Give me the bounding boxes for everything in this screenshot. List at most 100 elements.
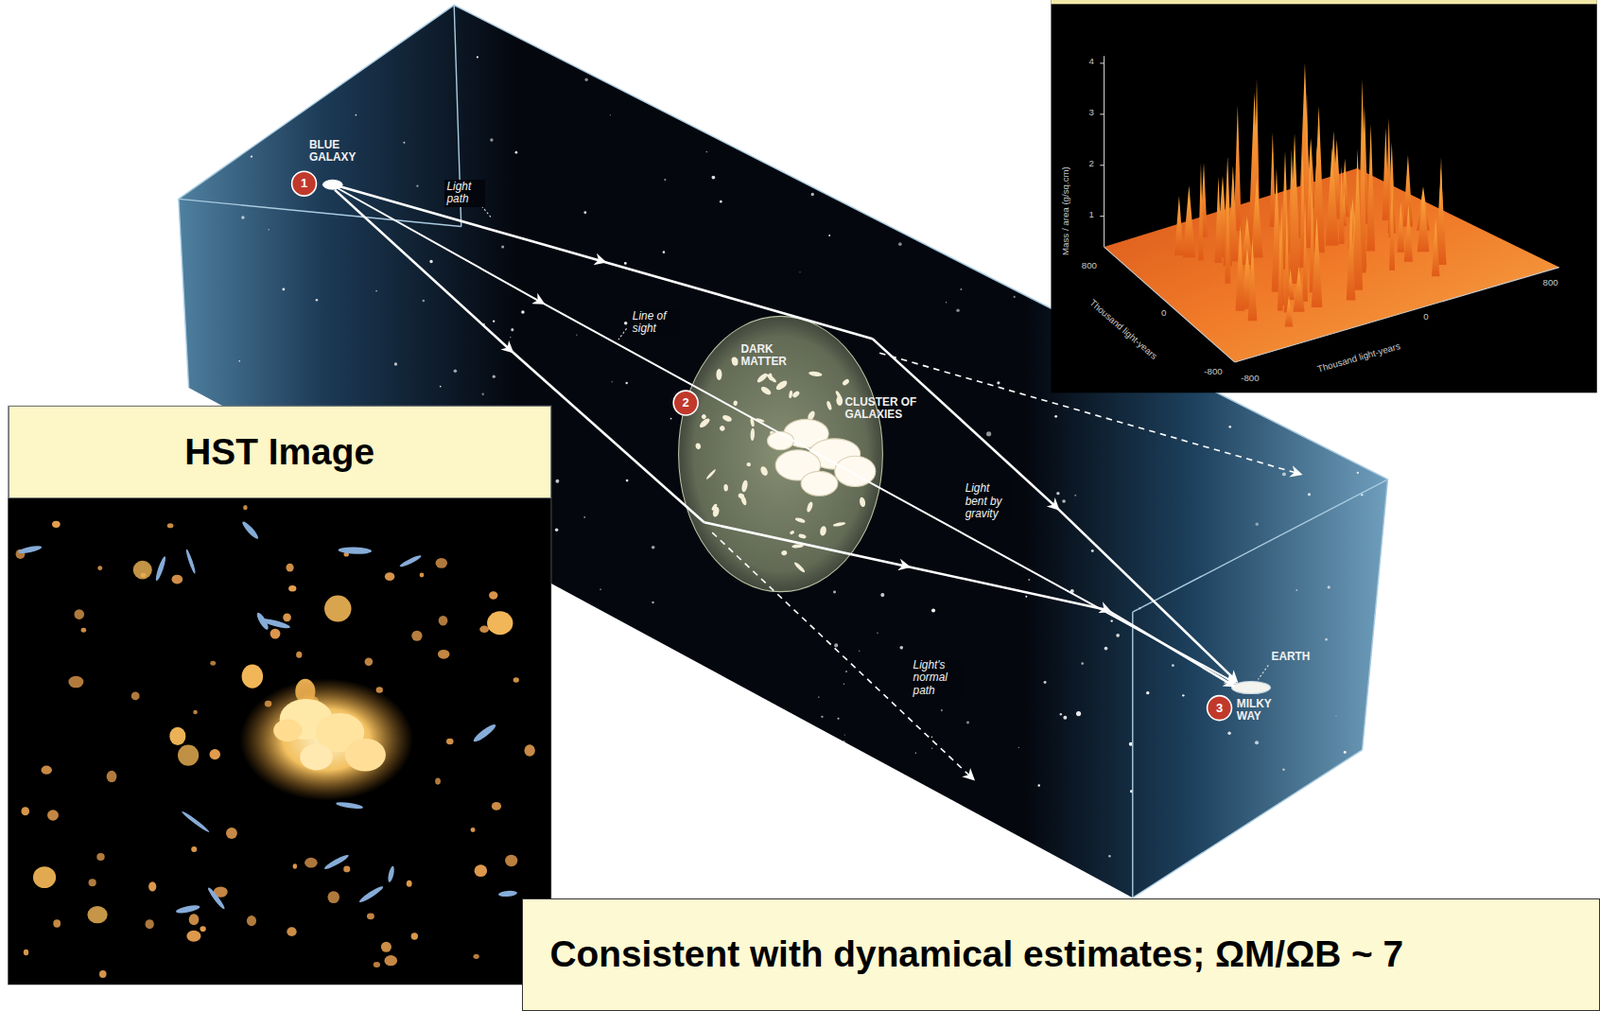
star-dot <box>1324 638 1328 642</box>
hst-galaxy <box>446 738 454 745</box>
star-dot <box>1019 229 1023 233</box>
box-edge <box>1131 611 1133 898</box>
star-dot <box>945 301 947 303</box>
tick-label: 0 <box>1161 308 1166 319</box>
star-dot <box>1076 711 1081 716</box>
star-dot <box>575 333 577 335</box>
star-dot <box>891 847 895 851</box>
star-dot <box>1182 694 1184 696</box>
star-dot <box>388 36 392 40</box>
star-dot <box>368 11 371 14</box>
hst-galaxy <box>68 676 84 689</box>
callout-circle <box>292 171 317 196</box>
star-dot <box>638 890 641 893</box>
star-dot <box>375 290 377 292</box>
star-dot <box>762 820 766 825</box>
star-dot <box>584 78 588 82</box>
star-dot <box>216 164 220 168</box>
hst-galaxy <box>192 710 198 715</box>
hst-galaxy <box>246 915 257 926</box>
lensed-arc <box>240 520 261 541</box>
star-dot <box>1080 661 1084 665</box>
star-dot <box>672 52 674 54</box>
star-dot <box>651 545 656 550</box>
cluster-galaxy <box>715 368 722 381</box>
hst-galaxy <box>472 954 479 959</box>
star-dot <box>1356 471 1359 474</box>
mass-spike <box>1339 165 1345 244</box>
mass-spike <box>1325 147 1340 246</box>
star-dot <box>960 288 962 290</box>
star-dot <box>662 250 666 254</box>
cluster-galaxy <box>825 400 833 412</box>
earth-label: EARTH <box>1271 650 1311 663</box>
hst-galaxy <box>406 880 413 887</box>
light-path <box>704 521 1233 685</box>
mass-spike <box>1235 224 1246 312</box>
hst-galaxy <box>33 866 56 888</box>
hst-galaxy <box>504 854 518 868</box>
star-dot <box>1325 895 1327 897</box>
lensed-arc <box>206 886 227 911</box>
galaxy <box>299 743 333 770</box>
hst-galaxy <box>23 949 29 956</box>
star-dot <box>1384 453 1388 457</box>
cluster-galaxy <box>858 496 867 507</box>
star-dot <box>608 880 610 883</box>
cluster-galaxy <box>705 468 717 480</box>
star-dot <box>315 298 319 302</box>
axis-tick <box>1099 164 1104 166</box>
star-dot <box>599 589 601 591</box>
star-dot <box>267 228 269 230</box>
hst-galaxy <box>365 658 374 666</box>
star-dot <box>888 143 893 148</box>
star-dot <box>609 114 611 116</box>
star-dot <box>241 215 245 220</box>
panel-header: HST Image <box>8 405 552 498</box>
hst-galaxy <box>327 890 340 904</box>
star-dot <box>1349 818 1354 823</box>
mass-spike <box>1346 205 1357 300</box>
callout-number: 2 <box>674 395 697 411</box>
callout-circle <box>673 390 698 416</box>
panel-title: HST Image <box>184 431 375 473</box>
star-dot <box>1146 691 1149 695</box>
star-dot <box>1295 589 1298 592</box>
star-dot <box>565 747 569 751</box>
star-dot <box>625 382 628 385</box>
star-dot <box>784 853 790 859</box>
star-dot <box>651 601 654 604</box>
mass-map-panel <box>1050 0 1597 393</box>
star-dot <box>402 141 405 144</box>
hst-galaxy <box>383 955 398 966</box>
hst-galaxy <box>282 612 292 622</box>
star-dot <box>542 37 545 40</box>
star-dot <box>735 688 738 691</box>
star-dot <box>1369 459 1371 461</box>
star-dot <box>555 527 558 531</box>
cluster-galaxy <box>781 549 788 557</box>
star-dot <box>973 255 977 260</box>
mass-spike <box>1198 162 1204 261</box>
star-dot <box>1282 767 1286 771</box>
star-dot <box>510 328 514 331</box>
star-dot <box>1254 740 1259 745</box>
path-label: Line of sight <box>630 309 682 337</box>
star-dot <box>492 320 495 323</box>
star-dot <box>817 695 819 697</box>
hst-galaxy <box>293 863 298 869</box>
tick-label: 3 <box>1088 107 1094 119</box>
plot-axes <box>1099 55 1560 363</box>
hst-galaxy <box>411 932 418 940</box>
star-dot <box>1307 492 1311 496</box>
star-dot <box>1227 731 1231 735</box>
star-dot <box>807 739 810 742</box>
star-dot <box>1043 680 1047 684</box>
star-dot <box>793 870 797 874</box>
hst-galaxy <box>437 649 451 660</box>
star-dot <box>986 431 992 436</box>
cluster-galaxy <box>732 400 738 406</box>
hst-galaxy <box>295 651 302 659</box>
hst-galaxy <box>133 560 153 580</box>
mass-spikes <box>1174 63 1447 328</box>
